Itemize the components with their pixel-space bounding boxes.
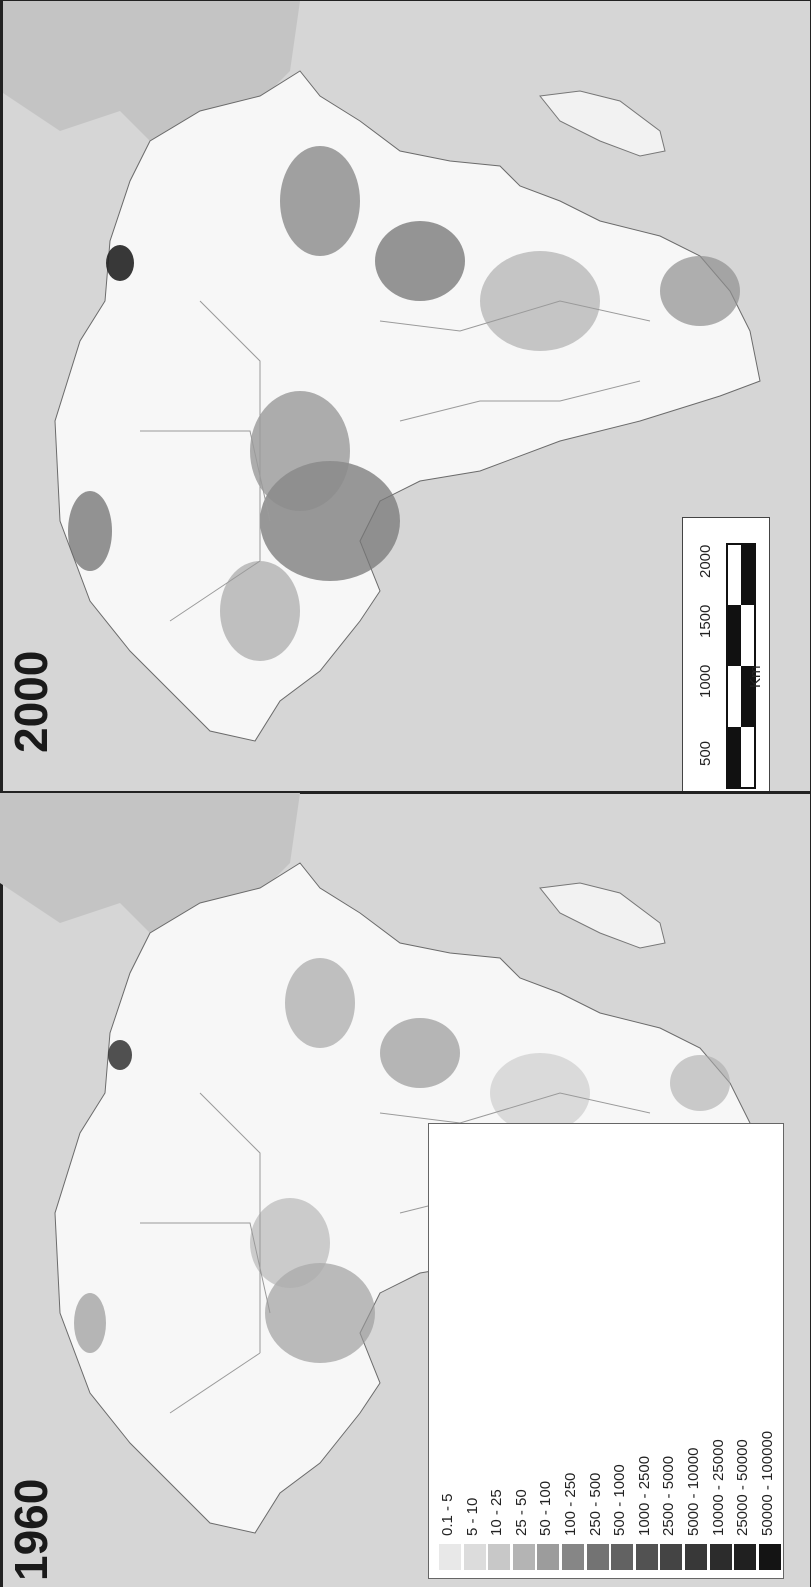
legend-swatch (512, 1544, 535, 1570)
legend-item: 50000 - 100000 (757, 1124, 781, 1580)
scale-unit: Km (747, 665, 764, 689)
scale-tick-1000: 1000 (697, 664, 714, 698)
legend-label: 0.1 - 5 (439, 1493, 456, 1536)
density-pattern-1960 (74, 958, 730, 1363)
legend-item: 10 - 25 (486, 1124, 511, 1580)
legend-label: 50000 - 100000 (758, 1430, 776, 1536)
legend-item: 500 - 1000 (609, 1124, 634, 1580)
legend-swatch (537, 1544, 560, 1570)
legend-label: 25000 - 50000 (734, 1439, 752, 1536)
map-panel-2000: 2000 0 500 1000 1500 2000 Km (0, 1, 810, 793)
legend-swatch (611, 1544, 634, 1570)
legend-item: 250 - 500 (585, 1124, 609, 1580)
legend-swatch (635, 1544, 658, 1570)
legend-label: 500 - 1000 (611, 1464, 629, 1536)
legend-label: 100 - 250 (562, 1472, 579, 1536)
legend-label: 10 - 25 (488, 1489, 506, 1536)
land-africa (54, 70, 761, 742)
legend-item: 5000 - 10000 (683, 1124, 707, 1580)
legend-item: 25000 - 50000 (732, 1124, 757, 1580)
year-label-1960: 1960 (5, 1478, 57, 1581)
legend-swatch (488, 1544, 511, 1570)
land-madagascar (539, 90, 666, 157)
legend-item: 10000 - 25000 (708, 1124, 732, 1580)
legend-label: 10000 - 25000 (709, 1439, 727, 1536)
legend-item: 2500 - 5000 (658, 1124, 683, 1580)
legend-item: 5 - 10 (462, 1124, 486, 1580)
map-2000 (0, 1, 761, 742)
legend-swatch (586, 1544, 609, 1570)
legend-item: 25 - 50 (511, 1124, 535, 1580)
legend-swatch (734, 1544, 757, 1570)
legend-swatch (660, 1544, 683, 1570)
legend-item: 0.1 - 5 (437, 1124, 461, 1580)
scale-segment-2 (727, 605, 741, 666)
legend-label: 5000 - 10000 (685, 1447, 702, 1536)
legend-label: 5 - 10 (463, 1497, 481, 1536)
map-panel-1960 (0, 793, 810, 1585)
legend-label: 25 - 50 (512, 1489, 530, 1536)
density-legend: 0.1 - 5 5 - 10 10 - 25 25 - 50 50 - 100 100 -… (428, 1123, 784, 1579)
land-madagascar (539, 882, 666, 949)
panel-divider (0, 791, 810, 794)
scale-segment-4 (727, 727, 741, 788)
legend-item: 100 - 250 (560, 1124, 584, 1580)
scale-tick-500: 500 (697, 740, 714, 766)
country-borders-2000 (140, 300, 651, 622)
legend-label: 2500 - 5000 (660, 1455, 678, 1536)
legend-swatch (463, 1544, 486, 1570)
density-pattern-2000 (68, 146, 740, 661)
legend-item: 1000 - 2500 (634, 1124, 658, 1580)
year-label-2000: 2000 (5, 650, 57, 753)
legend-swatch (685, 1544, 707, 1570)
legend-label: 250 - 500 (586, 1472, 604, 1536)
legend-swatch (709, 1544, 732, 1570)
map-1960 (0, 793, 761, 1534)
legend-label: 50 - 100 (537, 1480, 555, 1536)
legend-swatch (562, 1544, 584, 1570)
scale-tick-2000: 2000 (697, 544, 714, 578)
scale-segment-1 (741, 544, 755, 605)
legend-swatch (439, 1544, 461, 1570)
scale-tick-1500: 1500 (697, 604, 714, 638)
scale-segment-3 (741, 666, 755, 727)
scale-bar-graphic (726, 543, 756, 789)
legend-swatch (758, 1544, 781, 1570)
scale-bar: 0 500 1000 1500 2000 Km (682, 517, 770, 793)
legend-label: 1000 - 2500 (635, 1455, 653, 1536)
legend-item: 50 - 100 (535, 1124, 560, 1580)
